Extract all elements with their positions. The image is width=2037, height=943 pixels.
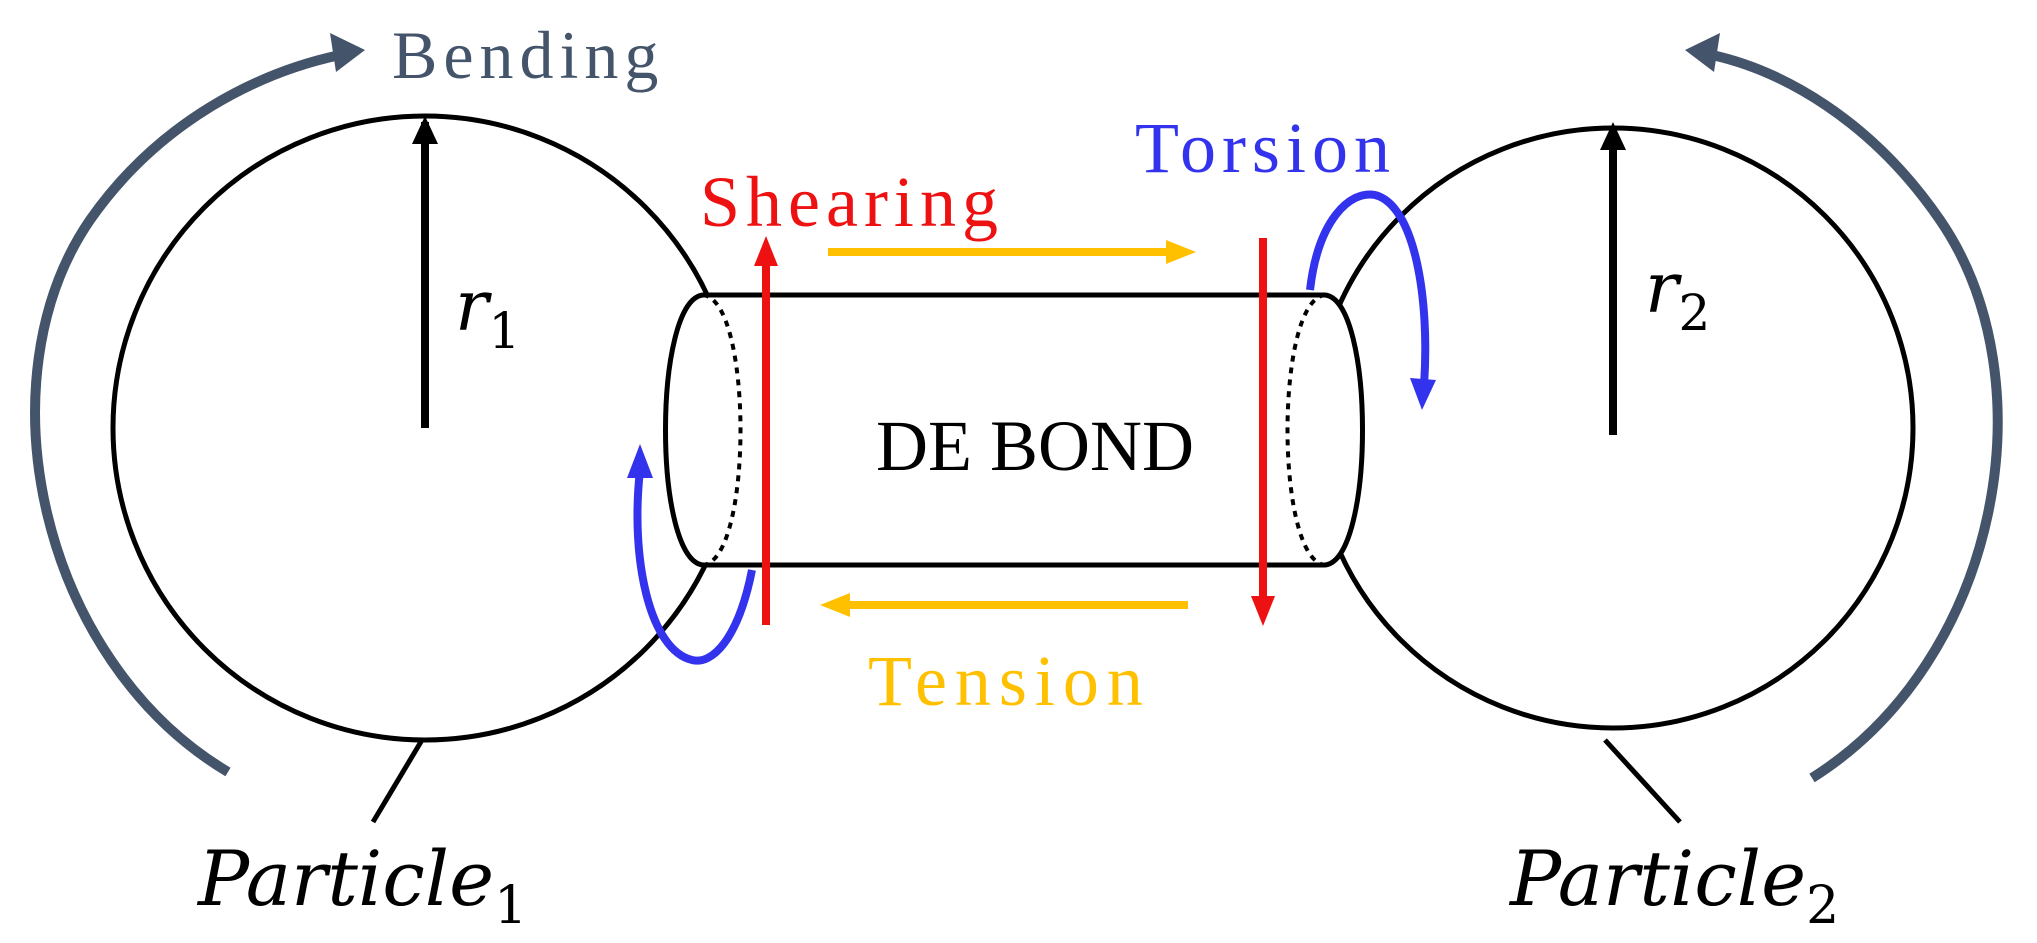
shearing-arrowhead-up (754, 236, 778, 266)
bending-arc-right (1710, 50, 2003, 783)
bending-arrowhead-right (1685, 33, 1720, 72)
tension-arrows (820, 240, 1196, 617)
bending-label: Bending (392, 17, 664, 93)
shearing-label: Shearing (700, 162, 1004, 242)
shearing-arrowhead-down (1251, 596, 1275, 626)
r1-base: r (455, 265, 492, 347)
bond-left-hidden-edge (702, 293, 743, 567)
bond-right-hidden-edge (1285, 293, 1326, 567)
particle-2-label: Particle2 (1508, 834, 1839, 936)
bending-arrows (30, 33, 2003, 783)
bond-cylinder (663, 292, 1365, 568)
bending-arrowhead-left (330, 33, 365, 72)
torsion-arrowhead-right (1410, 378, 1436, 410)
torsion-arc-left (633, 469, 756, 665)
torsion-arrows (627, 190, 1436, 665)
particle-1-subscript: 1 (494, 876, 527, 936)
r2-base: r (1645, 247, 1682, 329)
shearing-arrows (754, 236, 1275, 626)
torsion-label: Torsion (1135, 108, 1396, 188)
tension-arrowhead-left (820, 593, 850, 617)
particle-1-base: Particle (196, 834, 494, 923)
particle-2-pointer (1603, 738, 1682, 824)
torsion-arc-right (1306, 190, 1430, 386)
tension-label: Tension (868, 641, 1151, 721)
particle-pointers (370, 738, 1682, 824)
r2-subscript: 2 (1678, 284, 1710, 342)
r1-label: r1 (455, 265, 520, 360)
torsion-arrowhead-left (627, 444, 653, 478)
bond-label: DE BOND (876, 406, 1194, 486)
particle-1-pointer (370, 738, 425, 824)
r1-arrowhead (412, 116, 438, 144)
r2-label: r2 (1645, 247, 1710, 342)
tension-arrowhead-right (1166, 240, 1196, 264)
particle-2-subscript: 2 (1806, 876, 1839, 936)
r1-subscript: 1 (488, 302, 520, 360)
particle-1-label: Particle1 (196, 834, 527, 936)
particle-2-base: Particle (1508, 834, 1806, 923)
bending-arc-left (30, 50, 342, 777)
r2-arrowhead (1600, 122, 1626, 150)
radius-arrows (412, 116, 1626, 435)
